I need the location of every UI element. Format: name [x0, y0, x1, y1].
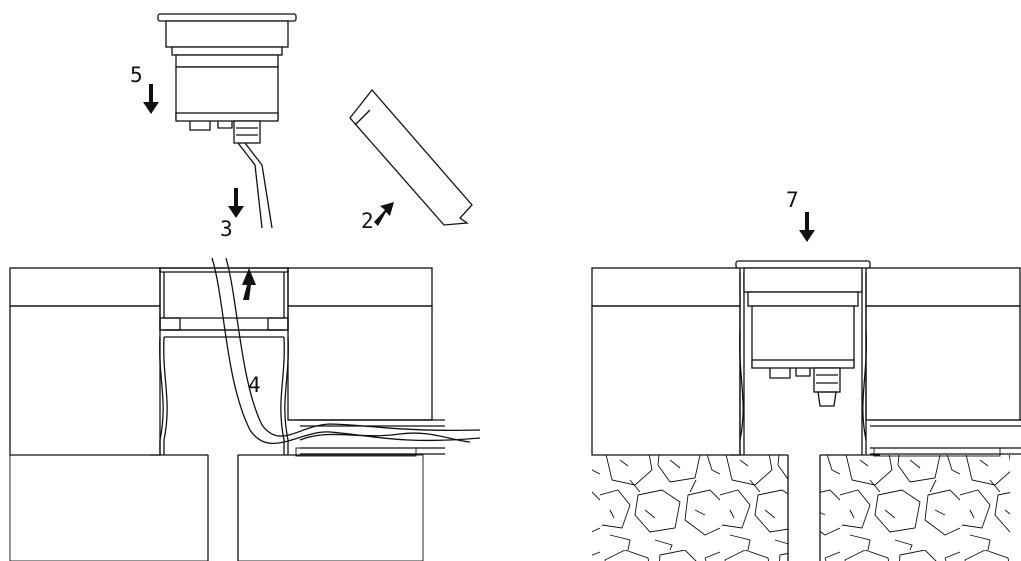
step-label-7: 7 [786, 188, 799, 212]
cover-plate [349, 88, 473, 226]
luminaire-installed [735, 260, 871, 407]
press-arrow-7 [799, 212, 815, 242]
conduit-right [870, 419, 1021, 457]
gravel-base-right [592, 455, 1010, 561]
lower-arrow-3 [228, 188, 244, 218]
gravel-base-left [9, 454, 424, 561]
installation-sleeve-left [150, 267, 300, 456]
bedding-layer-left [9, 305, 433, 456]
step-label-3: 3 [220, 217, 233, 241]
step-label-2: 2 [361, 209, 374, 233]
step-arrows [143, 84, 815, 242]
step-label-4: 4 [248, 373, 261, 397]
remove-arrow-2 [374, 202, 394, 226]
left-assembly [9, 257, 481, 561]
step-label-5: 5 [130, 63, 143, 87]
installation-sleeve-right [730, 272, 880, 456]
conduit-left [295, 419, 445, 457]
luminaire-exploded [157, 13, 297, 229]
insert-arrow-5 [143, 84, 159, 114]
right-assembly [591, 260, 1021, 561]
power-cable-left [211, 257, 481, 444]
pull-cable-arrow [242, 268, 256, 300]
step-labels: 5 3 2 4 7 [130, 63, 799, 397]
